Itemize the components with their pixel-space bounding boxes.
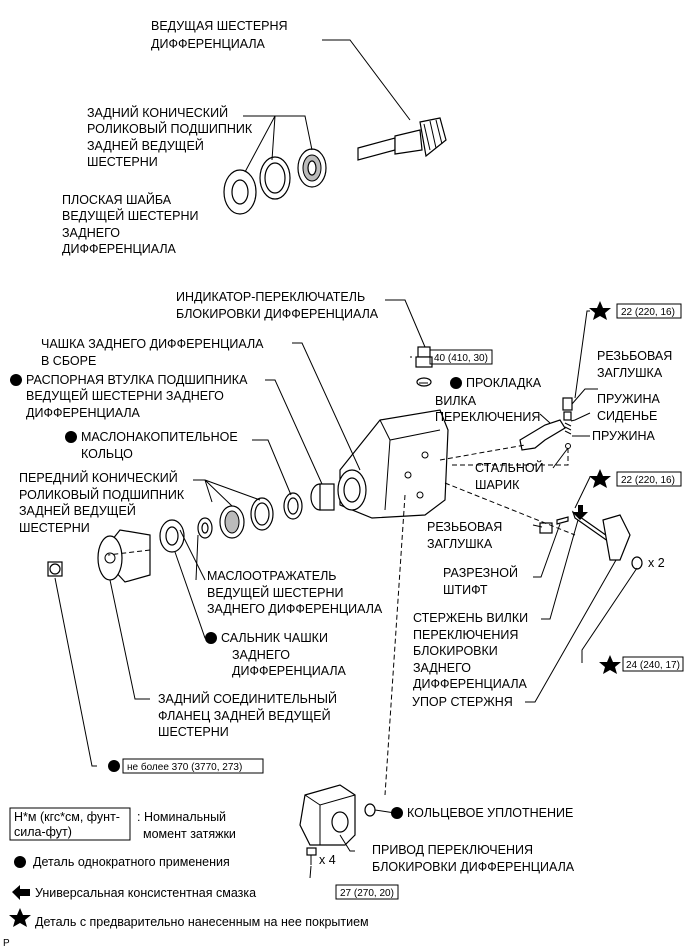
count-x2: x 2 — [648, 556, 665, 570]
torque-plug-mid: 22 (220, 16) — [621, 475, 675, 486]
label-actuator: ПРИВОД ПЕРЕКЛЮЧЕНИЯ БЛОКИРОВКИ ДИФФЕРЕНЦ… — [372, 843, 575, 874]
label-spacer: РАСПОРНАЯ ВТУЛКА ПОДШИПНИКА ВЕДУЩЕЙ ШЕСТ… — [26, 373, 251, 420]
label-oil-ring: МАСЛОНАКОПИТЕЛЬНОЕ КОЛЬЦО — [81, 430, 241, 461]
torque-actuator: 27 (270, 20) — [340, 888, 394, 899]
label-carrier: ЧАШКА ЗАДНЕГО ДИФФЕРЕНЦИАЛА В СБОРЕ — [41, 337, 267, 368]
label-spring-seat: ПРУЖИНА СИДЕНЬЕ — [597, 392, 663, 423]
circle-icon — [14, 856, 26, 868]
legend-torque-box: Н*м (кгс*см, фунт- сила-фут) — [14, 810, 123, 839]
count-x4: x 4 — [319, 853, 336, 867]
label-deflector: МАСЛООТРАЖАТЕЛЬ ВЕДУЩЕЙ ШЕСТЕРНИ ЗАДНЕГО… — [207, 569, 383, 616]
legend-torque-desc: : Номинальный момент затяжки — [137, 810, 236, 841]
label-indicator-switch: ИНДИКАТОР-ПЕРЕКЛЮЧАТЕЛЬ БЛОКИРОВКИ ДИФФЕ… — [176, 290, 379, 321]
label-drive-pinion: ВЕДУЩАЯ ШЕСТЕРНЯ ДИФФЕРЕНЦИАЛА — [151, 19, 291, 51]
label-shaft: СТЕРЖЕНЬ ВИЛКИ ПЕРЕКЛЮЧЕНИЯ БЛОКИРОВКИ З… — [413, 611, 532, 691]
shift-mechanism-drawing — [519, 397, 643, 570]
circle-icon — [108, 760, 120, 772]
torque-stop-bolt: 24 (240, 17) — [626, 660, 680, 671]
arrow-icon — [12, 885, 30, 900]
circle-icon — [391, 807, 403, 819]
star-icon — [589, 469, 611, 488]
star-icon — [9, 908, 31, 927]
legend-precoated: Деталь с предварительно нанесенным на не… — [35, 915, 369, 929]
torque-plug-top: 22 (220, 16) — [621, 307, 675, 318]
carrier-housing-drawing — [337, 409, 449, 519]
label-front-bearing: ПЕРЕДНИЙ КОНИЧЕСКИЙ РОЛИКОВЫЙ ПОДШИПНИК … — [19, 470, 188, 535]
symbols — [9, 301, 621, 927]
label-washer: ПЛОСКАЯ ШАЙБА ВЕДУЩЕЙ ШЕСТЕРНИ ЗАДНЕГО Д… — [62, 192, 202, 256]
label-spring: ПРУЖИНА — [592, 429, 656, 443]
legend-grease: Универсальная консистентная смазка — [35, 886, 256, 900]
label-shaft-stop: УПОР СТЕРЖНЯ — [412, 695, 513, 709]
label-oil-seal: САЛЬНИК ЧАШКИ ЗАДНЕГО ДИФФЕРЕНЦИАЛА — [221, 631, 347, 678]
label-gasket: ПРОКЛАДКА — [466, 376, 542, 390]
label-slotted-pin: РАЗРЕЗНОЙ ШТИФТ — [443, 565, 521, 597]
leader-lines — [54, 39, 638, 879]
star-icon — [589, 301, 611, 320]
legend-non-reusable: Деталь однократного применения — [33, 855, 230, 869]
actuator-drawing — [299, 784, 376, 865]
label-shift-fork: ВИЛКА ПЕРЕКЛЮЧЕНИЯ — [435, 394, 540, 424]
star-icon — [599, 655, 621, 674]
label-screw-plug-1: РЕЗЬБОВАЯ ЗАГЛУШКА — [597, 349, 676, 380]
torque-boxes — [9, 303, 684, 900]
circle-icon — [10, 374, 22, 386]
torque-switch: 40 (410, 30) — [434, 353, 488, 364]
drive-pinion-drawing — [357, 117, 447, 161]
label-flange: ЗАДНИЙ СОЕДИНИТЕЛЬНЫЙ ФЛАНЕЦ ЗАДНЕЙ ВЕДУ… — [158, 691, 340, 739]
corner-mark: P — [3, 938, 10, 949]
label-screw-plug-2: РЕЗЬБОВАЯ ЗАГЛУШКА — [427, 520, 506, 551]
label-steel-ball: СТАЛЬНОЙ ШАРИК — [475, 460, 547, 492]
circle-icon — [205, 632, 217, 644]
rear-bearing-drawing — [223, 148, 327, 215]
label-rear-bearing: ЗАДНИЙ КОНИЧЕСКИЙ РОЛИКОВЫЙ ПОДШИПНИК ЗА… — [87, 105, 256, 169]
label-o-ring: КОЛЬЦЕВОЕ УПЛОТНЕНИЕ — [407, 806, 573, 820]
torque-nut: не более 370 (3770, 273) — [127, 761, 242, 773]
pinion-stack-drawing — [47, 483, 335, 583]
circle-icon — [450, 377, 462, 389]
circle-icon — [65, 431, 77, 443]
